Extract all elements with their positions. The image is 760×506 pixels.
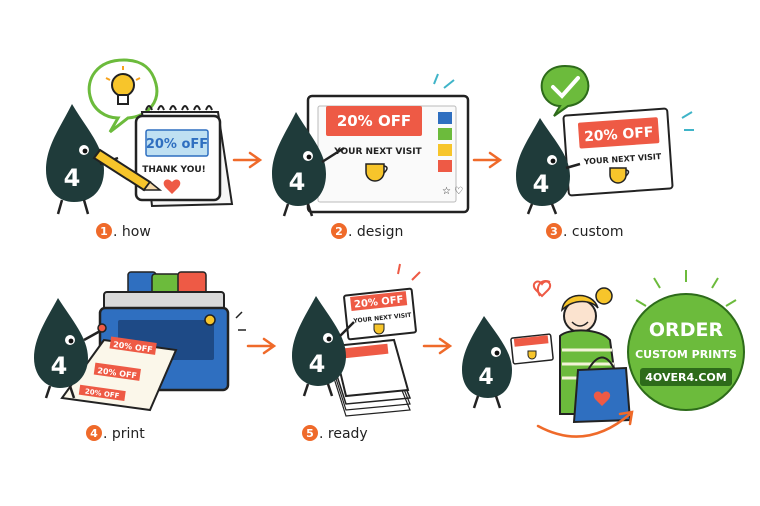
step-1-illustration: 20% oFF THANK YOU! 4 (46, 58, 234, 215)
step-label-text: . how (113, 224, 151, 240)
arrow-icon (472, 151, 503, 169)
cta-url-text[interactable]: 4OVER4.COM (645, 371, 726, 384)
ink-drop-mascot: 4 (516, 118, 581, 215)
design-screen: 20% OFF YOUR NEXT VISIT ☆ ♡ (306, 73, 470, 214)
step-label-5: 5 . ready (302, 425, 368, 442)
cta-order-text: ORDER (649, 319, 724, 341)
pencil-icon (92, 148, 163, 192)
arrow-icon (422, 337, 453, 355)
mascot-number: 4 (64, 164, 81, 192)
arrow-icon (536, 410, 634, 438)
handed-card (510, 333, 554, 365)
cta-badge: ORDER CUSTOM PRINTS 4OVER4.COM (627, 270, 745, 411)
mascot-number: 4 (51, 352, 68, 380)
step-number: 5 (306, 427, 314, 440)
mascot-number: 4 (289, 168, 306, 196)
mascot-number: 4 (533, 170, 550, 198)
step-label-1: 1 . how (96, 223, 151, 240)
step-label-text: . design (348, 224, 403, 240)
lightbulb-icon (87, 58, 159, 134)
ink-drop-mascot: 4 (292, 296, 355, 397)
arrow-icon (246, 337, 277, 355)
design-offer-text: 20% OFF (337, 112, 411, 130)
customer-person (532, 280, 632, 424)
coffee-cup-icon (365, 163, 388, 182)
star-icon: ☆ ♡ (442, 186, 463, 197)
calendar-offer-text: 20% oFF (146, 137, 208, 152)
custom-card: 20% OFF YOUR NEXT VISIT (562, 107, 694, 197)
calendar-thanks-text: THANK YOU! (142, 165, 206, 175)
arrow-icon (232, 151, 263, 169)
ink-drop-mascot: 4 (272, 112, 345, 217)
cta-custom-prints-text: CUSTOM PRINTS (635, 348, 737, 361)
step-4-illustration: 20% OFF 20% OFF 20% OFF 4 (34, 271, 246, 412)
custom-offer-text: 20% OFF (584, 125, 654, 146)
step-5-illustration: 20% OFF YOUR NEXT VISIT 4 (292, 263, 421, 417)
step-label-2: 2 . design (331, 223, 403, 240)
ready-card: 20% OFF YOUR NEXT VISIT (343, 263, 421, 341)
ink-drop-mascot: 4 (46, 104, 163, 215)
step-label-4: 4 . print (86, 425, 145, 442)
step-number: 3 (550, 225, 558, 238)
mascot-number: 4 (478, 365, 493, 390)
card-stack (331, 338, 412, 417)
step-label-text: . ready (319, 426, 368, 442)
ink-drop-mascot: 4 (34, 298, 107, 399)
ink-drop-mascot: 4 (462, 316, 512, 409)
step-number: 4 (90, 427, 98, 440)
ready-offer-text: 20% OFF (354, 295, 404, 311)
mascot-number: 4 (309, 350, 326, 378)
step-number: 1 (100, 225, 108, 238)
step-3-illustration: 20% OFF YOUR NEXT VISIT 4 (516, 64, 694, 215)
step-label-3: 3 . custom (546, 223, 623, 240)
handoff-illustration: 4 ORDER (462, 270, 745, 438)
step-label-text: . custom (563, 224, 623, 240)
coffee-cup-icon (609, 167, 630, 184)
step-number: 2 (335, 225, 343, 238)
calendar-card: 20% oFF THANK YOU! (134, 105, 234, 208)
step-label-text: . print (103, 426, 145, 442)
step-2-illustration: 20% OFF YOUR NEXT VISIT ☆ ♡ 4 (272, 73, 470, 217)
design-next-visit-text: YOUR NEXT VISIT (333, 147, 422, 157)
checkmark-bubble-icon (540, 64, 590, 117)
printed-sheet: 20% OFF 20% OFF 20% OFF (60, 336, 178, 412)
